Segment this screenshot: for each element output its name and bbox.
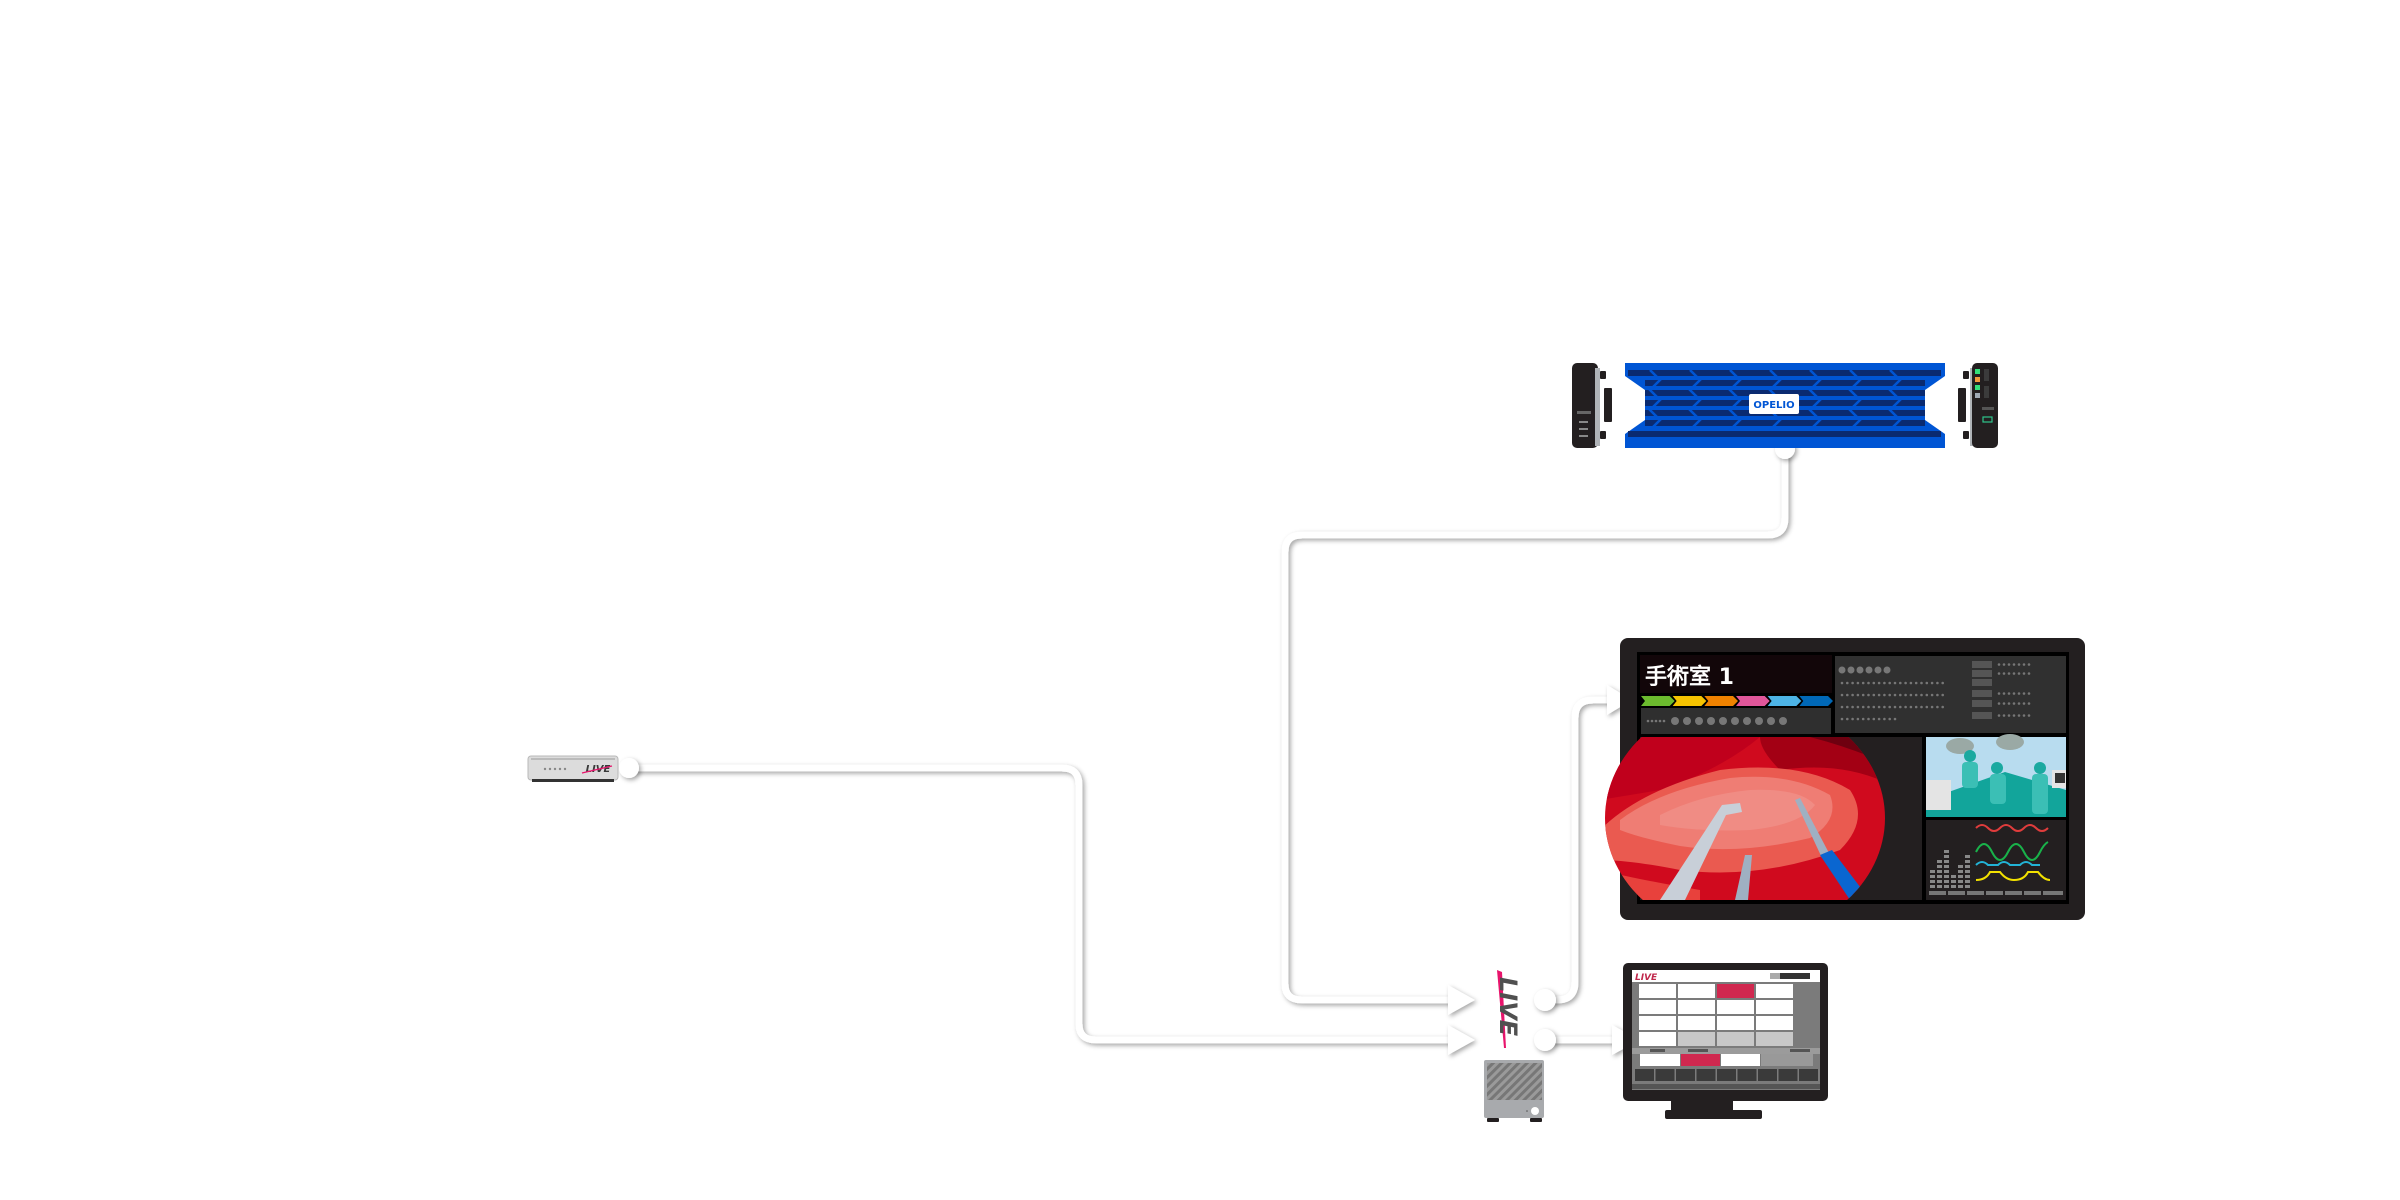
case-grid-cell	[1639, 984, 1676, 998]
status-led-gray	[1975, 393, 1980, 398]
connector-live-to-large-monitor	[1541, 696, 1614, 1004]
connector-server-to-live	[1281, 446, 1789, 1004]
status-dots	[1646, 717, 1787, 725]
forceps-left	[1660, 803, 1742, 900]
port-live-out-bottom	[1534, 1029, 1556, 1051]
progress-step	[1736, 696, 1770, 706]
progress-step	[1767, 696, 1802, 706]
status-led-green-2	[1975, 385, 1980, 390]
probe-handle	[1820, 850, 1870, 900]
live-swoosh	[1497, 970, 1506, 1048]
function-key	[1635, 1069, 1654, 1081]
selected-room-tab	[1681, 1054, 1720, 1066]
small-monitor: LIVE	[1623, 963, 1828, 1119]
connectors	[626, 446, 1789, 1044]
room-title: 手術室 1	[1645, 664, 1734, 690]
surgery-progress-bar	[1641, 696, 1833, 706]
function-key	[1676, 1069, 1695, 1081]
progress-step	[1799, 696, 1833, 706]
progress-step	[1641, 696, 1675, 706]
vitals-panel	[1926, 820, 2066, 900]
arrow-into-live-top	[1448, 985, 1475, 1015]
connector-encoder-to-live	[626, 764, 1454, 1044]
case-grid-cell	[1717, 1000, 1754, 1014]
waveform-yellow	[1975, 871, 2051, 882]
mini-pc-power-button	[1531, 1107, 1539, 1115]
progress-step	[1704, 696, 1738, 706]
function-key	[1799, 1069, 1818, 1081]
function-key	[1696, 1069, 1716, 1081]
waveform-red	[1975, 824, 2049, 832]
probe-shaft	[1795, 798, 1830, 858]
vital-waveforms	[1975, 824, 2051, 882]
arrow-into-live-bottom	[1448, 1025, 1475, 1055]
function-key	[1737, 1069, 1757, 1081]
status-led-orange	[1975, 377, 1980, 382]
vitals-footer	[1929, 891, 2063, 895]
port-live-out-top	[1534, 989, 1556, 1011]
server-left-ear	[1572, 363, 1598, 448]
case-grid	[1639, 984, 1793, 1046]
case-grid-cell	[1756, 1000, 1793, 1014]
case-grid-cell	[1678, 1016, 1715, 1030]
function-key	[1655, 1069, 1675, 1081]
case-grid-cell	[1756, 1016, 1793, 1030]
case-grid-cell	[1756, 1032, 1793, 1046]
function-key	[1778, 1069, 1798, 1081]
port-encoder	[619, 758, 639, 778]
mini-pc-vent	[1487, 1063, 1542, 1100]
case-grid-cell	[1678, 1000, 1715, 1014]
progress-step	[1672, 696, 1707, 706]
case-grid-cell	[1678, 1032, 1715, 1046]
case-grid-cell	[1639, 1000, 1676, 1014]
case-grid-cell	[1639, 1016, 1676, 1030]
case-grid-cell	[1717, 984, 1754, 998]
small-monitor-stand	[1665, 1110, 1762, 1119]
status-led-green-1	[1975, 369, 1980, 374]
arrow-into-large-monitor	[1607, 685, 1632, 715]
large-monitor: 手術室 1	[1605, 638, 2085, 920]
live-software-logo: LIVE	[1494, 970, 1522, 1048]
server-logo-plate	[1749, 394, 1799, 414]
mini-pc	[1484, 1060, 1544, 1122]
live-software-label: LIVE	[1494, 977, 1522, 1037]
small-monitor-brand: LIVE	[1635, 973, 1658, 983]
case-grid-cell	[1678, 984, 1715, 998]
info-dots	[1838, 661, 2031, 721]
function-key	[1758, 1069, 1777, 1081]
case-grid-cell	[1756, 984, 1793, 998]
server-right-ear	[1972, 363, 1998, 448]
waveform-cyan	[1975, 861, 2040, 866]
case-grid-cell	[1717, 1016, 1754, 1030]
encoder-box: LIVE	[527, 755, 619, 782]
server-brand-label: OPELIO	[1753, 400, 1794, 411]
rack-server: OPELIO	[1572, 363, 1998, 450]
case-grid-cell	[1717, 1032, 1754, 1046]
case-grid-cell	[1639, 1032, 1676, 1046]
waveform-green	[1975, 841, 2049, 861]
connector-arrowheads	[619, 439, 1795, 1055]
vitals-level-bars	[1930, 850, 1970, 888]
function-key	[1717, 1069, 1736, 1081]
